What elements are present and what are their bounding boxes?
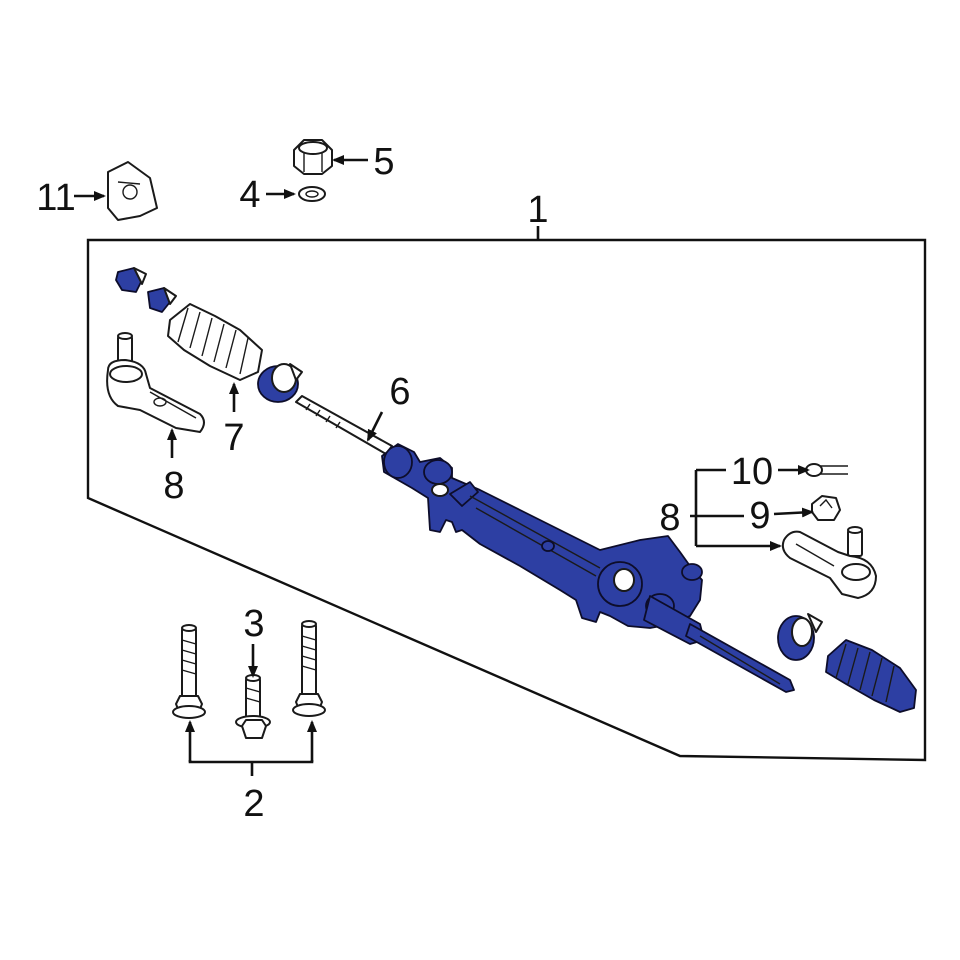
clamp-ring-right [777, 613, 823, 661]
callout-2: 2 [243, 783, 264, 825]
callout-4: 4 [239, 174, 260, 216]
callout-5: 5 [373, 141, 394, 183]
callout-arrow-6 [366, 411, 384, 442]
tie-rod-end-right [781, 526, 877, 599]
boot-right [825, 639, 917, 713]
inner-tie-rod-part-6 [295, 395, 393, 455]
callout-leaders-right [690, 465, 814, 551]
callout-9: 9 [749, 495, 770, 537]
bracket-part-11 [107, 161, 158, 221]
callout-11: 11 [36, 177, 75, 219]
castle-nut-part-9 [811, 495, 841, 521]
callout-10: 10 [731, 451, 773, 493]
tie-rod-end-left [106, 332, 205, 433]
clamp-small-upper [115, 267, 147, 293]
boot-part-7 [167, 303, 263, 381]
callout-leaders-2 [185, 720, 317, 776]
callout-8-left: 8 [163, 465, 184, 507]
cotter-pin-part-10 [805, 463, 848, 477]
callout-8-right: 8 [659, 497, 680, 539]
washer-part-4 [298, 186, 326, 202]
clamp-small-lower [147, 287, 177, 313]
callout-7: 7 [223, 417, 244, 459]
clamp-ring-left [257, 363, 303, 403]
callout-1: 1 [527, 189, 548, 231]
callout-6: 6 [389, 371, 410, 413]
assembly-frame [86, 238, 927, 762]
callout-3: 3 [243, 603, 264, 645]
bolt-right [292, 620, 326, 717]
bolt-left [172, 624, 206, 719]
bolt-middle [235, 674, 271, 739]
nut-part-5 [293, 139, 333, 175]
steering-rack-part-1 [381, 443, 795, 693]
